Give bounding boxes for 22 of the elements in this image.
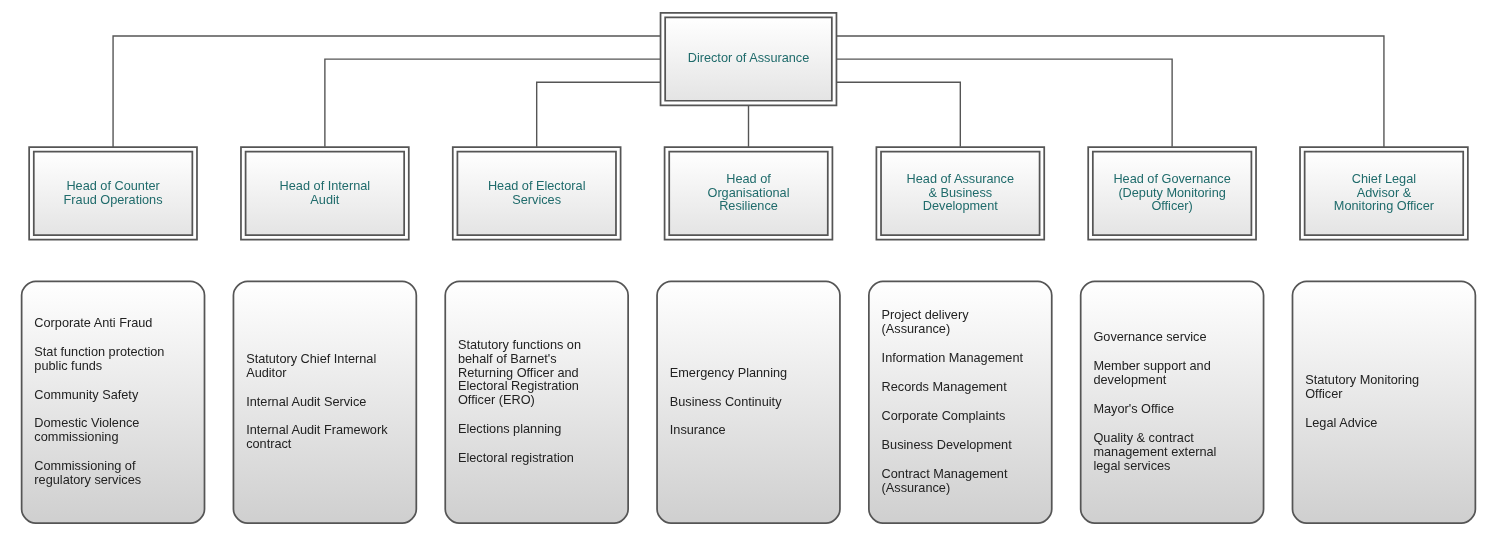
connector [112,35,662,148]
node-box: Statutory Monitoring Officer Legal Advice [1291,280,1477,525]
node-box: Head of Governance (Deputy Monitoring Officer) [1087,146,1257,241]
node-box: Head of Internal Audit [240,146,410,241]
node-box: Chief Legal Advisor & Monitoring Officer [1299,146,1469,241]
node-box: Project delivery (Assurance) Information Management Records Management Corporate Complaints Business Development Contract Management (Assurance) [868,280,1053,525]
connector [836,58,1173,148]
node-box: Head of Assurance & Business Development [875,146,1046,241]
node-box: Head of Electoral Services [451,146,622,241]
connector [835,35,1385,148]
node-box: Head of Organisational Resilience [663,146,834,241]
node-box: Director of Assurance [659,11,838,107]
connector [747,104,750,148]
node-box: Statutory Chief Internal Auditor Internal Audit Service Internal Audit Framework contract [232,280,418,525]
node-box: Emergency Planning Business Continuity Insurance [656,280,841,525]
connector [835,81,961,148]
node-box: Statutory functions on behalf of Barnet's Returning Officer and Electoral Registration Officer (ERO) Elections planning Electoral registration [444,280,629,525]
connector [324,58,661,148]
node-box: Head of Counter Fraud Operations [28,146,198,241]
node-box: Corporate Anti Fraud Stat function protection public funds Community Safety Domestic Violence commissioning Commissioning of regulatory services [20,280,206,525]
connector [536,81,662,148]
node-box: Governance service Member support and development Mayor's Office Quality & contract management external legal services [1079,280,1265,525]
